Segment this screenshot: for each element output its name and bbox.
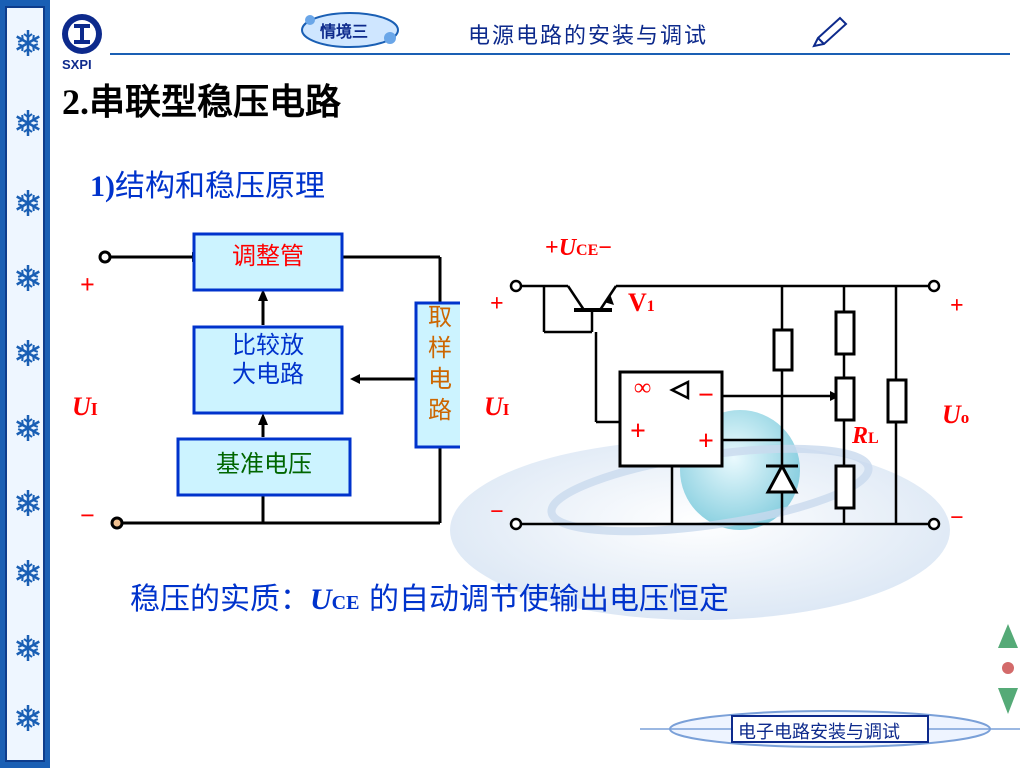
adjust-tube-label: 调整管 [232, 242, 304, 270]
slide-title-text: 串联型稳压电路 [89, 81, 342, 123]
snowflake-icon [16, 560, 40, 586]
header-rule [110, 53, 1010, 55]
opamp-infinity: ∞ [634, 375, 652, 401]
summary-sub: CE [331, 592, 360, 614]
snowflake-icon [16, 705, 40, 731]
block-input-plus: + [80, 270, 95, 299]
sampling-char-1: 取 [428, 303, 452, 331]
output-var: U [942, 400, 961, 429]
footer-course-title: 电子电路安装与调试 [738, 722, 900, 743]
snowflake-icon [16, 265, 40, 291]
circuit-input-voltage: UI [484, 394, 509, 420]
circuit-input-sub: I [502, 400, 510, 419]
subtitle-text: 结构和稳压原理 [115, 169, 325, 204]
comparator-label-line2: 大电路 [232, 360, 304, 388]
circuit-input-var: U [484, 392, 503, 421]
output-voltage: Uo [942, 402, 969, 428]
summary-var: U [310, 583, 332, 616]
summary-suffix: 的自动调节使输出电压恒定 [359, 582, 730, 617]
load-var: R [852, 423, 869, 449]
pencil-icon [812, 16, 848, 48]
output-minus: − [950, 505, 964, 531]
snowflake-icon [16, 110, 40, 136]
sidebar [0, 0, 50, 768]
summary-text: 稳压的实质：UCE 的自动调节使输出电压恒定 [130, 585, 729, 615]
snowflake-icon [16, 30, 40, 56]
snowflake-icon [16, 490, 40, 516]
block-input-voltage-sub: I [90, 399, 98, 419]
slide-title-number: 2. [62, 82, 89, 122]
circuit-input-plus: + [490, 291, 504, 317]
load-label: RL [852, 424, 879, 448]
opamp-inverting-sign: − [698, 380, 714, 411]
snowflake-icon [16, 415, 40, 441]
slide-title: 2.串联型稳压电路 [62, 84, 341, 120]
logo-text: SXPI [62, 57, 92, 72]
section-subtitle: 1)结构和稳压原理 [90, 172, 325, 202]
uce-var: U [558, 235, 577, 261]
summary-prefix: 稳压的实质： [130, 582, 310, 617]
sampling-char-3: 电 [428, 365, 452, 393]
block-input-voltage: UI [72, 394, 98, 420]
comparator-label-line1: 比较放 [232, 331, 304, 359]
uce-label: +UCE− [545, 236, 612, 260]
subtitle-number: 1) [90, 170, 115, 203]
nav-prev-icon[interactable] [998, 624, 1018, 648]
output-sub: o [960, 408, 970, 427]
sampling-char-4: 路 [428, 396, 452, 424]
uce-plus: + [545, 235, 559, 261]
load-sub: L [868, 430, 879, 447]
sidebar-inner [5, 6, 45, 762]
slide-navigation [998, 624, 1018, 714]
scenario-badge [301, 12, 399, 48]
snowflake-icon [16, 340, 40, 366]
nav-home-icon[interactable] [1002, 662, 1014, 674]
reference-voltage-label: 基准电压 [216, 450, 312, 478]
sampling-char-2: 样 [428, 334, 452, 362]
output-plus: + [950, 293, 964, 319]
snowflake-icon [16, 190, 40, 216]
circuit-input-minus: − [490, 499, 504, 525]
transistor-sub: 1 [646, 298, 655, 315]
nav-next-icon[interactable] [998, 688, 1018, 714]
header-title: 电源电路的安装与调试 [468, 24, 709, 49]
block-input-voltage-var: U [72, 392, 91, 421]
scenario-badge-label: 情境三 [320, 22, 369, 41]
series-regulator-circuit [509, 279, 941, 531]
uce-minus: − [598, 235, 612, 261]
opamp-plus-right: + [698, 426, 714, 457]
footer-banner [640, 710, 1020, 748]
snowflake-icon [16, 635, 40, 661]
block-diagram [98, 232, 460, 530]
uce-sub: CE [576, 242, 599, 259]
transistor-label: V1 [628, 290, 655, 316]
block-input-minus: − [80, 501, 95, 530]
school-logo [62, 14, 102, 54]
transistor-var: V [628, 288, 647, 317]
opamp-plus-left: + [630, 416, 646, 447]
